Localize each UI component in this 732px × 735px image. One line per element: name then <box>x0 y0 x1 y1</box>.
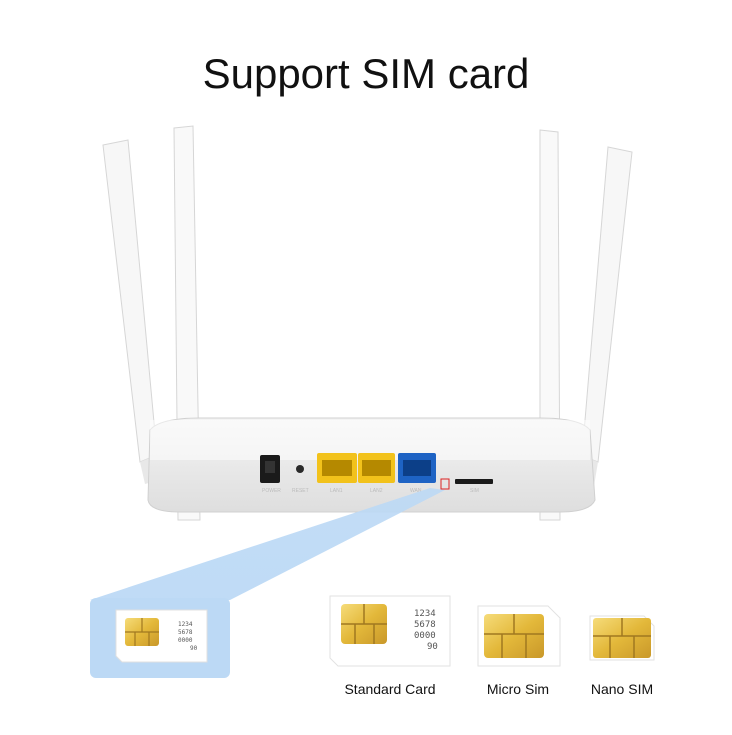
port-label-lan1: LAN1 <box>330 488 343 494</box>
lan-port-1 <box>317 453 357 483</box>
standard-number-2: 5678 <box>414 620 436 630</box>
reset-button <box>296 465 304 473</box>
port-label-wan: WAN <box>410 488 422 494</box>
page-title: Support SIM card <box>202 50 530 97</box>
caption-nano-sim: Nano SIM <box>590 681 654 697</box>
micro-sim-card <box>477 605 561 667</box>
wan-port <box>398 453 436 483</box>
highlight-number-2: 5678 <box>178 629 193 636</box>
standard-sim-card: 1234 5678 0000 90 <box>329 595 451 667</box>
standard-number-3: 0000 <box>414 631 436 641</box>
caption-standard-card: Standard Card <box>344 681 436 697</box>
highlight-beam <box>90 488 445 600</box>
highlight-number-4: 90 <box>190 645 198 652</box>
port-label-sim: SIM <box>470 488 479 494</box>
power-port <box>260 455 280 483</box>
standard-number-1: 1234 <box>414 609 436 619</box>
caption-micro-sim: Micro Sim <box>486 681 550 697</box>
standard-number-4: 90 <box>427 642 438 652</box>
highlight-number-3: 0000 <box>178 637 193 644</box>
lan-port-2 <box>358 453 395 483</box>
port-label-reset: RESET <box>292 488 309 494</box>
highlighted-sim-card: 1234 5678 0000 90 <box>115 609 208 663</box>
sim-slot <box>440 478 493 490</box>
port-label-lan2: LAN2 <box>370 488 383 494</box>
nano-sim-card <box>589 615 655 661</box>
highlight-number-1: 1234 <box>178 621 193 628</box>
port-label-power: POWER <box>262 488 281 494</box>
